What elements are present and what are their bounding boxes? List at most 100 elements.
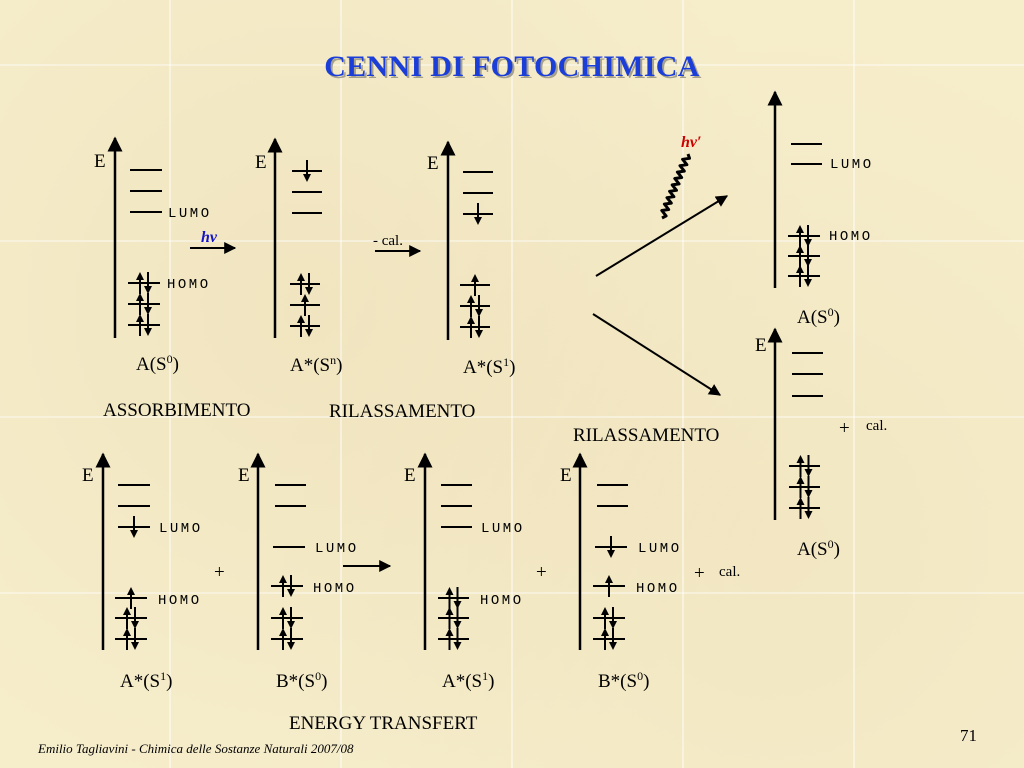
state-label-b-s0: B*(S0) — [276, 669, 327, 692]
energy-diagrams — [95, 90, 823, 650]
electron-arrow-head — [804, 469, 813, 477]
diagram-a-s1 — [440, 140, 493, 340]
electron-arrow-head — [305, 287, 313, 295]
electron-spin-up-arrow — [601, 607, 609, 629]
electron-arrow-head — [445, 607, 454, 615]
electron-arrow-head — [609, 621, 617, 629]
heat-loss-label: - cal. — [373, 233, 403, 249]
electron-arrow-head — [297, 315, 305, 323]
state-base: B*(S — [598, 671, 637, 692]
state-close: ) — [488, 671, 494, 692]
electron-spin-down-arrow — [804, 265, 812, 287]
electron-spin-up-arrow — [445, 628, 454, 650]
state-superscript: 0 — [315, 669, 321, 683]
state-superscript: 0 — [828, 537, 834, 551]
electron-spin-down-arrow — [474, 203, 482, 225]
electron-spin-down-arrow — [130, 516, 138, 538]
electron-arrow-head — [796, 265, 804, 273]
caption-relaxation: RILASSAMENTO — [573, 425, 719, 446]
electron-spin-up-arrow — [297, 315, 305, 337]
electron-arrow-head — [796, 225, 804, 233]
state-label-a-s0: A(S0) — [797, 305, 840, 328]
electron-spin-down-arrow — [305, 315, 313, 337]
electron-arrow-head — [297, 273, 305, 281]
electron-spin-down-arrow — [804, 245, 812, 267]
energy-axis-label: E — [94, 151, 106, 172]
caption-relaxation: RILASSAMENTO — [329, 401, 475, 422]
slide-title: CENNI DI FOTOCHIMICA — [324, 50, 700, 83]
electron-arrow-head — [287, 621, 295, 629]
electron-spin-up-arrow — [136, 293, 144, 315]
electron-arrow-head — [804, 239, 812, 247]
electron-arrow-head — [804, 490, 813, 498]
electron-arrow-head — [475, 309, 483, 317]
electron-spin-down-arrow — [305, 273, 313, 295]
electron-arrow-head — [601, 628, 609, 636]
electron-spin-up-arrow — [796, 265, 804, 287]
electron-spin-down-arrow — [303, 160, 311, 182]
electron-spin-down-arrow — [475, 316, 483, 338]
electron-arrow-head — [136, 314, 144, 322]
homo-label: HOMO — [313, 581, 357, 597]
state-close: ) — [643, 671, 649, 692]
electron-spin-down-arrow — [131, 607, 139, 629]
state-close: ) — [173, 354, 179, 375]
electron-spin-up-arrow — [301, 294, 309, 316]
homo-label: HOMO — [829, 229, 873, 245]
state-close: ) — [834, 539, 840, 560]
electron-spin-up-arrow — [123, 607, 131, 629]
electron-spin-down-arrow — [453, 587, 462, 609]
state-label-a-s0: A(S0) — [136, 352, 179, 375]
electron-arrow-head — [796, 455, 805, 463]
diagram-a-after-transfer — [417, 452, 472, 650]
lumo-label: LUMO — [315, 541, 359, 557]
energy-axis-label: E — [427, 153, 439, 174]
state-label-a-s1: A*(S1) — [120, 669, 172, 692]
electron-spin-up-arrow — [445, 587, 454, 609]
electron-arrow-head — [453, 601, 462, 609]
electron-arrow-head — [123, 607, 131, 615]
state-superscript: 0 — [637, 669, 643, 683]
electron-arrow-head — [607, 550, 615, 558]
electron-spin-down-arrow — [453, 628, 462, 650]
photon-emitted-label: hν′ — [681, 134, 702, 151]
homo-label: HOMO — [158, 593, 202, 609]
state-superscript: 1 — [482, 669, 488, 683]
state-base: A*(S — [290, 355, 330, 376]
lumo-label: LUMO — [168, 206, 212, 222]
electron-spin-down-arrow — [609, 628, 617, 650]
electron-arrow-head — [467, 295, 475, 303]
electron-arrow-head — [136, 272, 144, 280]
electron-arrow-head — [601, 607, 609, 615]
emission-path-arrow — [595, 195, 729, 277]
state-superscript: 0 — [167, 352, 173, 366]
state-base: A*(S — [442, 671, 482, 692]
electron-arrow-head — [279, 628, 287, 636]
electron-spin-down-arrow — [287, 575, 295, 597]
electron-arrow-head — [796, 497, 805, 505]
electron-arrow-head — [305, 329, 313, 337]
electron-spin-up-arrow — [471, 274, 479, 296]
electron-arrow-head — [804, 259, 812, 267]
electron-arrow-head — [467, 316, 475, 324]
state-close: ) — [509, 357, 515, 378]
electron-spin-up-arrow — [445, 607, 454, 629]
state-label-a-s1: A*(S1) — [442, 669, 494, 692]
lumo-label: LUMO — [481, 521, 525, 537]
electron-arrow-head — [453, 621, 462, 629]
diagram-a-s1-donor — [95, 452, 150, 650]
state-superscript: 1 — [160, 669, 166, 683]
electron-spin-down-arrow — [287, 628, 295, 650]
electron-spin-up-arrow — [279, 575, 287, 597]
plus-sign: + — [214, 562, 225, 583]
diagram-b-after-transfer — [572, 452, 628, 650]
electron-spin-down-arrow — [453, 607, 462, 629]
state-base: A(S — [136, 354, 167, 375]
state-base: A(S — [797, 539, 828, 560]
electron-arrow-head — [475, 330, 483, 338]
energy-axis-label: E — [238, 465, 250, 486]
electron-spin-down-arrow — [607, 536, 615, 558]
energy-axis-label: E — [560, 465, 572, 486]
state-superscript: n — [330, 353, 336, 367]
electron-arrow-head — [123, 628, 131, 636]
